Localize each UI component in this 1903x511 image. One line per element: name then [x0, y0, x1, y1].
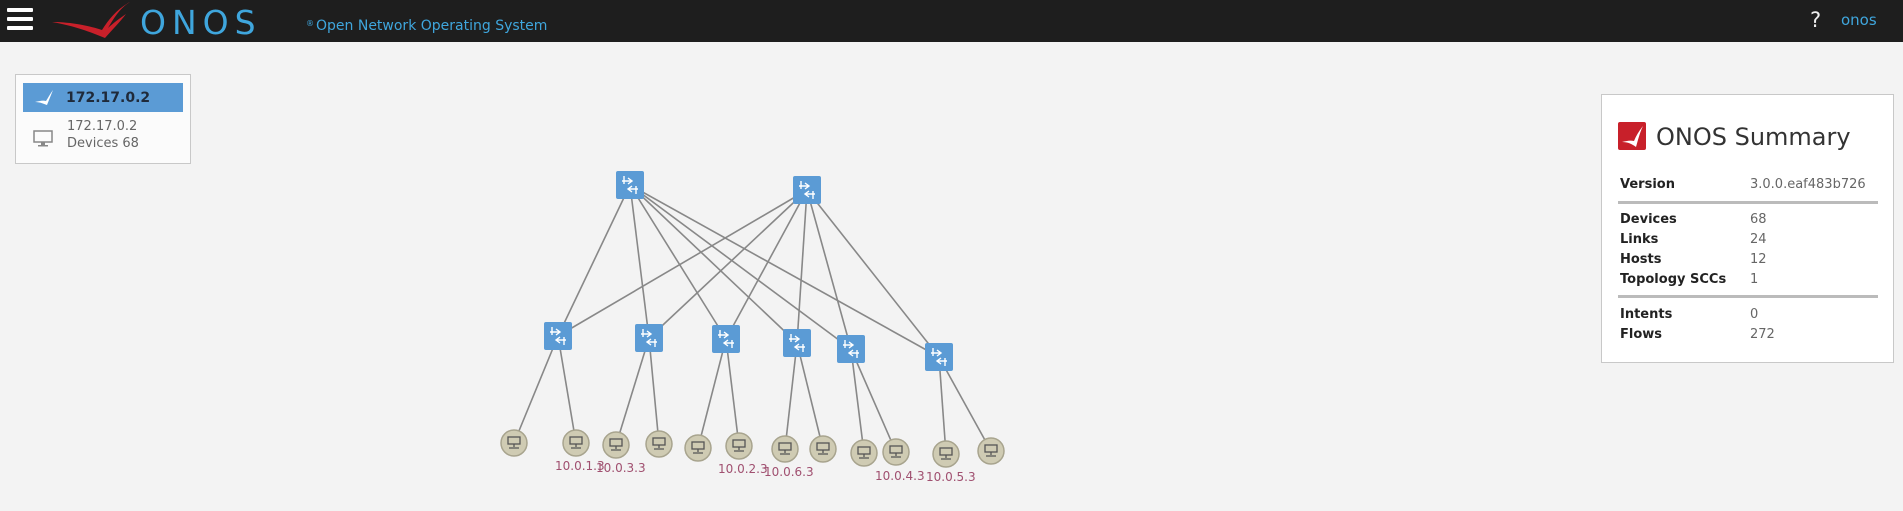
switch-icon [615, 170, 645, 200]
instance-panel: 172.17.0.2 172.17.0.2 Devices 68 [15, 74, 191, 164]
instance-ip: 172.17.0.2 [67, 119, 138, 134]
instance-header[interactable]: 172.17.0.2 [23, 83, 183, 112]
topology-view[interactable]: 10.0.1.3 10.0.3.3 10.0.2.3 10.0.6.3 10.0… [0, 42, 1100, 511]
hosts-value: 12 [1750, 252, 1767, 267]
menu-icon[interactable] [7, 8, 33, 32]
onos-bird-logo-icon [52, 2, 130, 38]
devices-label: Devices [1620, 212, 1677, 227]
summary-panel: ONOS Summary Version 3.0.0.eaf483b726 De… [1601, 94, 1894, 363]
onos-bird-icon [35, 90, 53, 105]
switch-icon [792, 175, 822, 205]
host-icon [882, 438, 910, 466]
host-icon [771, 435, 799, 463]
masthead: ONOS ® Open Network Operating System ? o… [0, 0, 1903, 42]
links-label: Links [1620, 232, 1659, 247]
sccs-label: Topology SCCs [1620, 272, 1727, 287]
monitor-icon [33, 130, 53, 147]
help-button[interactable]: ? [1810, 8, 1822, 32]
host-icon [977, 437, 1005, 465]
logo-registered-mark: ® [306, 19, 314, 28]
summary-title: ONOS Summary [1656, 123, 1851, 151]
host-label: 10.0.1.3 [555, 459, 605, 473]
host-icon [500, 429, 528, 457]
app-subtitle: Open Network Operating System [316, 18, 548, 34]
host-label: 10.0.6.3 [764, 465, 814, 479]
host-icon [562, 429, 590, 457]
intents-label: Intents [1620, 307, 1673, 322]
divider [1618, 295, 1878, 298]
host-label: 10.0.2.3 [718, 462, 768, 476]
host-label: 10.0.5.3 [926, 470, 976, 484]
version-label: Version [1620, 177, 1675, 192]
instance-details: 172.17.0.2 Devices 68 [23, 116, 183, 158]
host-icon [725, 432, 753, 460]
logo-text: ONOS [140, 3, 262, 42]
version-value: 3.0.0.eaf483b726 [1750, 177, 1866, 192]
intents-value: 0 [1750, 307, 1759, 322]
host-label: 10.0.4.3 [875, 469, 925, 483]
switch-icon [836, 334, 866, 364]
instance-title: 172.17.0.2 [66, 90, 151, 106]
host-icon [809, 435, 837, 463]
links [513, 184, 992, 455]
flows-label: Flows [1620, 327, 1663, 342]
divider [1618, 201, 1878, 204]
user-menu-link[interactable]: onos [1841, 11, 1877, 29]
instance-device-count: Devices 68 [67, 136, 139, 151]
host-icon [645, 430, 673, 458]
host-icon [850, 439, 878, 467]
switch-icon [543, 321, 573, 351]
switch-icon [924, 342, 954, 372]
onos-logo-icon [1618, 122, 1646, 150]
switches[interactable] [543, 170, 954, 372]
links-value: 24 [1750, 232, 1767, 247]
switch-icon [711, 324, 741, 354]
host-icon [602, 431, 630, 459]
flows-value: 272 [1750, 327, 1775, 342]
host-label: 10.0.3.3 [596, 461, 646, 475]
host-icon [932, 440, 960, 468]
host-icon [684, 434, 712, 462]
devices-value: 68 [1750, 212, 1767, 227]
sccs-value: 1 [1750, 272, 1759, 287]
switch-icon [634, 323, 664, 353]
switch-icon [782, 328, 812, 358]
hosts-label: Hosts [1620, 252, 1662, 267]
